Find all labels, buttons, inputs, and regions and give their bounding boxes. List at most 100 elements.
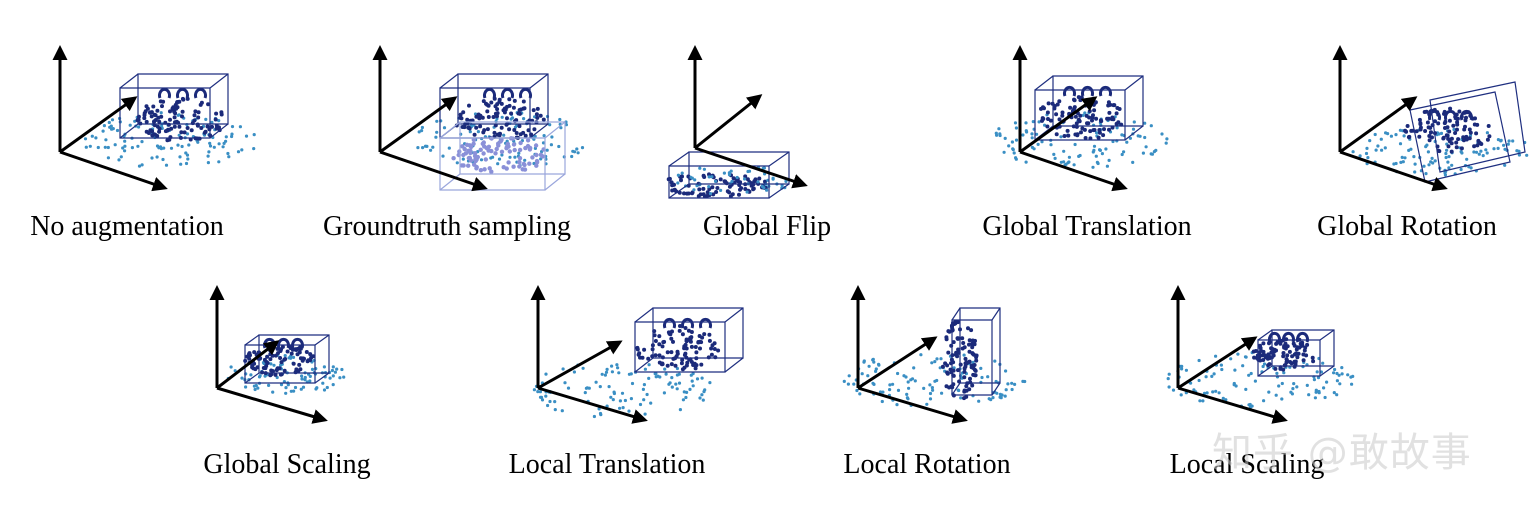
- scene-point: [240, 148, 244, 152]
- scene-point: [106, 156, 110, 160]
- object-ring: [519, 87, 532, 99]
- object-ring: [483, 87, 496, 99]
- sampled-point: [472, 151, 478, 156]
- scene-point: [707, 175, 711, 179]
- object-point: [159, 114, 164, 119]
- object-point: [968, 376, 972, 381]
- scene-point: [90, 134, 94, 138]
- object-point: [489, 100, 494, 105]
- object-point: [478, 124, 483, 129]
- sampled-point: [496, 141, 501, 146]
- axis-x-arrow: [216, 386, 328, 424]
- scene-point: [1205, 391, 1209, 395]
- scene-point: [539, 395, 544, 399]
- scene-point: [84, 145, 88, 149]
- caption-local-translation: Local Translation: [508, 449, 706, 480]
- scene-point: [997, 127, 1001, 131]
- scene-point: [1443, 171, 1447, 175]
- scene-point: [1232, 381, 1236, 386]
- scene-point: [701, 398, 705, 402]
- scene-point: [502, 133, 506, 137]
- scene-point: [1150, 152, 1154, 156]
- scene-point: [1081, 113, 1085, 117]
- scene-point: [468, 130, 472, 134]
- scene-point: [630, 381, 635, 386]
- object-point: [682, 346, 687, 351]
- sampled-point: [534, 163, 539, 168]
- object-point: [738, 187, 742, 192]
- object-point: [155, 108, 160, 113]
- scene-point: [252, 147, 256, 151]
- scene-point: [1392, 162, 1396, 166]
- object-point: [149, 114, 154, 119]
- scene-point: [435, 130, 439, 134]
- object-point: [743, 174, 748, 179]
- scene-point: [935, 357, 939, 361]
- scene-point: [1412, 155, 1416, 159]
- scene-point: [607, 385, 611, 389]
- scene-point: [517, 151, 521, 155]
- scene-point: [847, 374, 851, 378]
- object-point: [753, 177, 758, 182]
- scene-point: [1031, 120, 1035, 124]
- object-point: [714, 190, 719, 194]
- scene-point: [1472, 150, 1476, 154]
- scene-point: [1007, 144, 1011, 148]
- object-point: [1295, 355, 1300, 360]
- sampled-point: [472, 162, 477, 167]
- scene-point: [1012, 151, 1016, 155]
- scene-point: [314, 387, 318, 391]
- object-box-edge-2: [768, 183, 790, 199]
- object-point: [689, 330, 694, 334]
- scene-local-scaling: [1166, 285, 1355, 424]
- scene-point: [1062, 160, 1066, 164]
- scene-point: [1144, 145, 1148, 149]
- scene-point: [497, 157, 502, 161]
- scene-point: [164, 163, 169, 167]
- scene-point: [1078, 153, 1082, 158]
- scene-point: [1452, 127, 1456, 132]
- scene-point: [500, 153, 504, 157]
- object-point: [1303, 345, 1308, 350]
- object-point: [461, 110, 466, 115]
- object-point: [971, 372, 976, 377]
- object-point: [199, 126, 204, 130]
- object-point: [157, 126, 162, 131]
- scene-point: [1073, 142, 1077, 147]
- scene-point: [762, 166, 766, 170]
- scene-point: [187, 143, 191, 147]
- scene-point: [676, 173, 680, 177]
- object-point: [951, 373, 956, 378]
- scene-point: [283, 354, 287, 358]
- object-point: [646, 356, 651, 361]
- scene-point: [627, 409, 631, 413]
- object-point: [1423, 129, 1428, 133]
- scene-point: [979, 366, 983, 370]
- object-ring: [1428, 109, 1441, 121]
- scene-point: [1105, 164, 1109, 168]
- scene-point: [905, 392, 909, 396]
- object-box-edge-3: [119, 123, 139, 139]
- object-point: [193, 109, 198, 114]
- object-point: [252, 350, 257, 355]
- object-point: [1288, 360, 1293, 364]
- object-point: [1437, 149, 1442, 154]
- scene-point: [610, 364, 614, 368]
- scene-point: [104, 138, 108, 142]
- object-point: [1448, 106, 1453, 111]
- scene-point: [455, 161, 459, 165]
- scene-point: [557, 144, 561, 149]
- scene-point: [1291, 387, 1295, 391]
- object-point: [1261, 341, 1266, 346]
- object-point: [940, 364, 945, 369]
- watermark: 知乎 @敢故事: [1212, 430, 1472, 476]
- object-point: [688, 339, 693, 344]
- sampled-point: [534, 152, 539, 158]
- scene-point: [925, 402, 929, 406]
- scene-point: [515, 124, 519, 128]
- scene-point: [1030, 145, 1034, 149]
- object-point: [295, 352, 300, 357]
- axis-x-arrow: [1177, 386, 1288, 424]
- caption-global-flip: Global Flip: [702, 211, 832, 242]
